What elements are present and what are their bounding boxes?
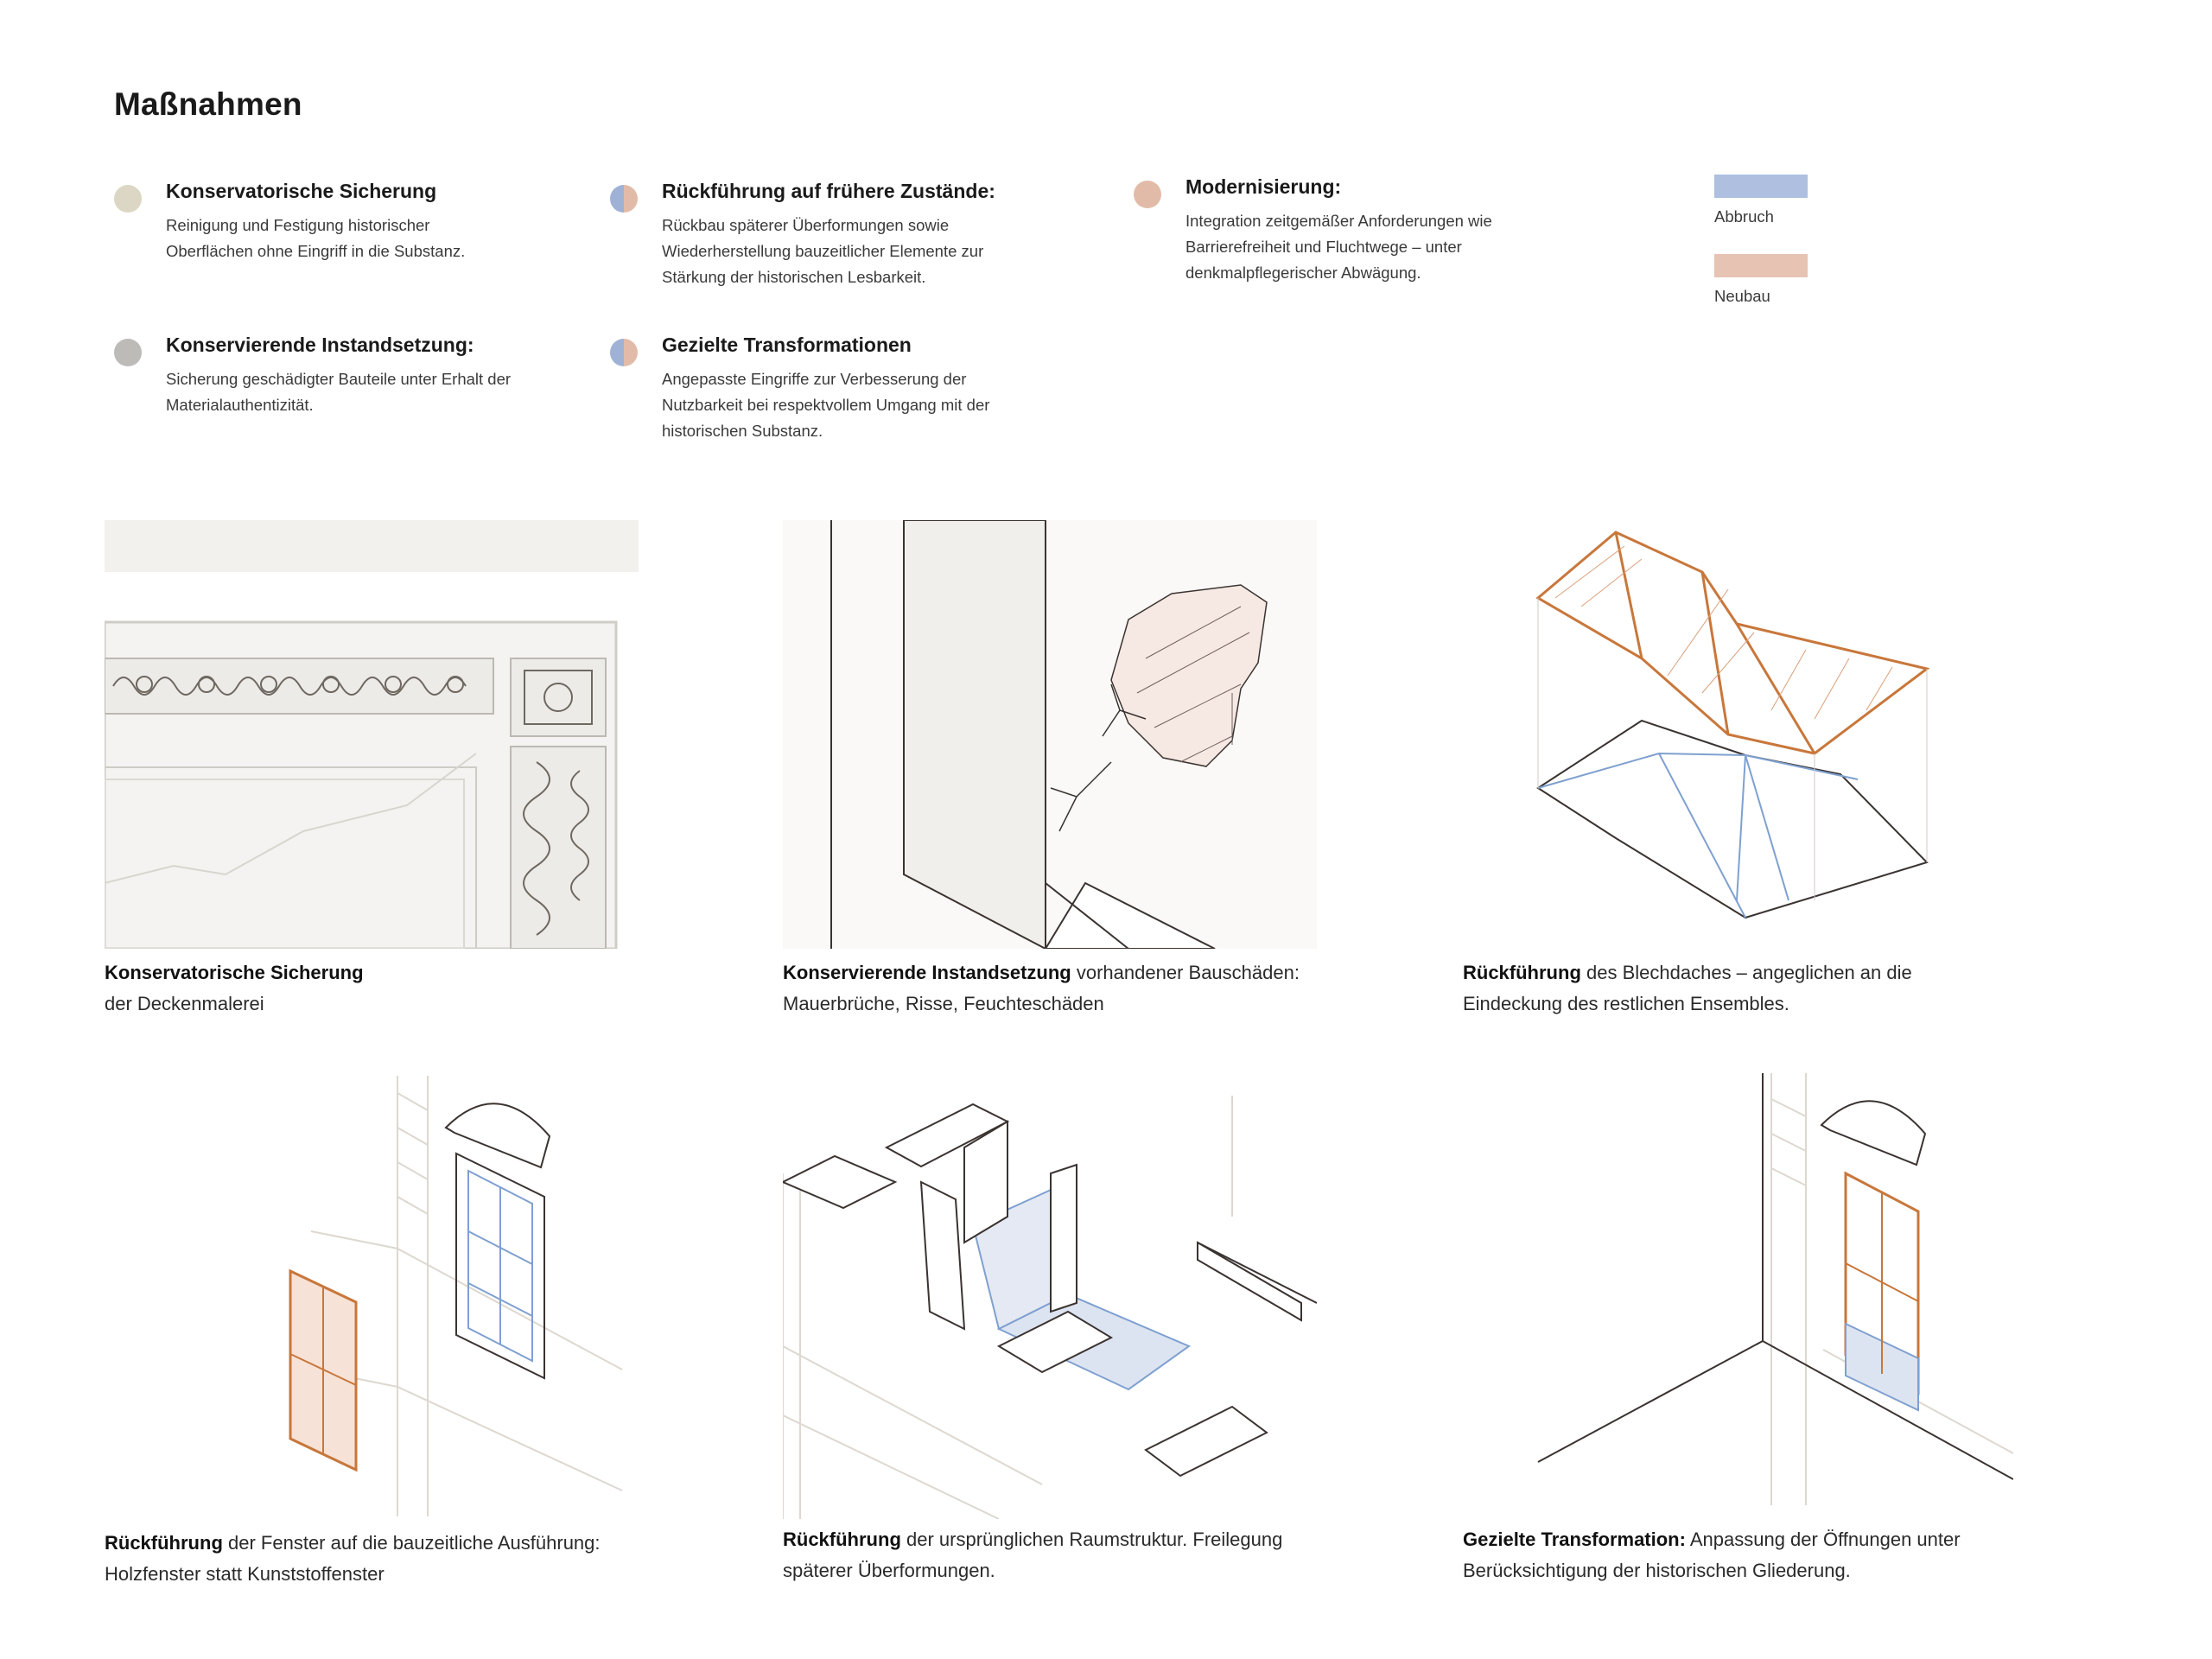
caption-bold: Konservatorische Sicherung <box>105 962 364 983</box>
legend-text: Sicherung geschädigter Bauteile unter Er… <box>166 370 512 414</box>
illustration-oeffnungen <box>1529 1073 2013 1522</box>
caption-bold: Konservierende Instandsetzung <box>783 962 1071 983</box>
caption-bold: Rückführung <box>783 1529 901 1550</box>
illustration-blechdach <box>1529 520 1944 949</box>
caption-rest: der Deckenmalerei <box>105 993 264 1014</box>
legend-dot-split <box>610 339 638 366</box>
swatch-abbruch <box>1714 175 1808 198</box>
legend-text: Reinigung und Festigung historischer Obe… <box>166 216 466 260</box>
caption-2: Konservierende Instandsetzung vorhandene… <box>783 957 1319 1020</box>
illustration-fenster <box>276 1076 639 1516</box>
caption-bold: Rückführung <box>105 1532 223 1554</box>
legend-title: Gezielte Transformationen <box>662 334 912 356</box>
caption-5: Rückführung der ursprünglichen Raumstruk… <box>783 1524 1319 1586</box>
swatch-label-neubau: Neubau <box>1714 287 1770 305</box>
page-title: Maßnahmen <box>114 86 302 122</box>
legend-title: Modernisierung: <box>1185 175 1342 198</box>
legend-dot <box>114 185 142 213</box>
legend-dot <box>1134 181 1161 208</box>
caption-rest: vorhandener Bauschäden: Mauerbrüche, Ris… <box>783 962 1300 1014</box>
legend-text: Angepasste Eingriffe zur Verbesserung de… <box>662 370 990 440</box>
legend-title: Konservatorische Sicherung <box>166 180 437 202</box>
legend-dot <box>114 339 142 366</box>
legend-text: Rückbau späterer Überformungen sowie Wie… <box>662 216 984 286</box>
legend-text: Integration zeitgemäßer Anforderungen wi… <box>1185 212 1492 282</box>
swatch-neubau <box>1714 254 1808 277</box>
legend-title: Rückführung auf frühere Zustände: <box>662 180 995 202</box>
caption-6: Gezielte Transformation: Anpassung der Ö… <box>1463 1524 1999 1586</box>
caption-bold: Rückführung <box>1463 962 1581 983</box>
illustration-bauschaeden <box>783 520 1317 949</box>
illustration-deckenmalerei <box>105 520 639 949</box>
caption-rest: der Fenster auf die bauzeitliche Ausführ… <box>105 1532 601 1585</box>
caption-1: Konservatorische Sicherung der Deckenmal… <box>105 957 623 1020</box>
caption-rest: des Blechdaches – angeglichen an die Ein… <box>1463 962 1912 1014</box>
illustration-raumstruktur <box>783 1087 1317 1519</box>
caption-4: Rückführung der Fenster auf die bauzeitl… <box>105 1528 658 1590</box>
caption-rest: Anpassung der Öffnungen unter Berücksich… <box>1463 1529 1961 1581</box>
legend-title: Konservierende Instandsetzung: <box>166 334 474 356</box>
caption-3: Rückführung des Blechdaches – angegliche… <box>1463 957 1999 1020</box>
swatch-label-abbruch: Abbruch <box>1714 207 1774 226</box>
legend-dot-split <box>610 185 638 213</box>
caption-rest: der ursprünglichen Raumstruktur. Freileg… <box>783 1529 1283 1581</box>
caption-bold: Gezielte Transformation: <box>1463 1529 1686 1550</box>
